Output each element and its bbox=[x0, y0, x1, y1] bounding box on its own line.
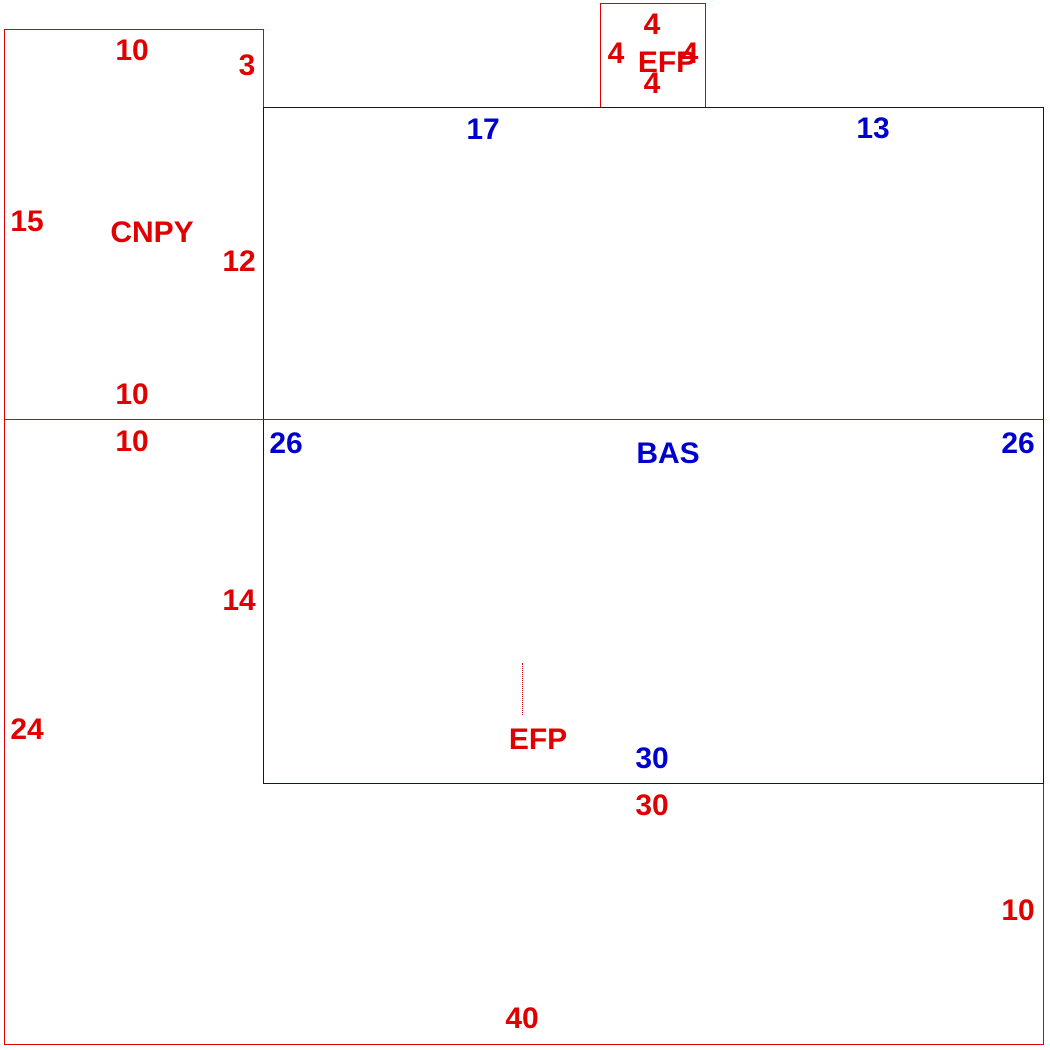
efp-bottom-top-dimension: 10 bbox=[115, 425, 149, 458]
bas-area bbox=[263, 107, 1044, 784]
cnpy-notch-dimension: 3 bbox=[238, 49, 256, 82]
efp-tick-line bbox=[522, 663, 523, 715]
bas-top-dimension: 17 bbox=[466, 113, 500, 146]
bas-area-label: BAS bbox=[636, 437, 700, 470]
efp-top-bottom-dimension: 4 bbox=[643, 67, 661, 100]
efp-bottom-bottom-dimension: 40 bbox=[505, 1002, 539, 1035]
efp-bottom-bas-edge-dimension: 30 bbox=[635, 789, 669, 822]
efp-bottom-left-dimension: 24 bbox=[10, 713, 44, 746]
efp-top-right-dimension: 4 bbox=[681, 37, 699, 70]
bas-top-right-dimension: 13 bbox=[856, 112, 890, 145]
efp-bottom-right-lower-dimension: 10 bbox=[1001, 894, 1035, 927]
cnpy-top-dimension: 10 bbox=[115, 34, 149, 67]
cnpy-area-label: CNPY bbox=[110, 216, 194, 249]
efp-top-area-label: EFP bbox=[637, 46, 697, 79]
cnpy-left-dimension: 15 bbox=[10, 205, 44, 238]
efp-top-left-dimension: 4 bbox=[607, 37, 625, 70]
efp-bottom-right-upper-dimension: 14 bbox=[222, 584, 256, 617]
efp-bottom-area-label: EFP bbox=[508, 723, 568, 756]
bas-left-dimension: 26 bbox=[269, 427, 303, 460]
cnpy-bottom-dimension: 10 bbox=[115, 378, 149, 411]
efp-top-top-dimension: 4 bbox=[643, 8, 661, 41]
cnpy-right-dimension: 12 bbox=[222, 245, 256, 278]
bas-right-dimension: 26 bbox=[1001, 427, 1035, 460]
bas-bottom-dimension: 30 bbox=[635, 742, 669, 775]
